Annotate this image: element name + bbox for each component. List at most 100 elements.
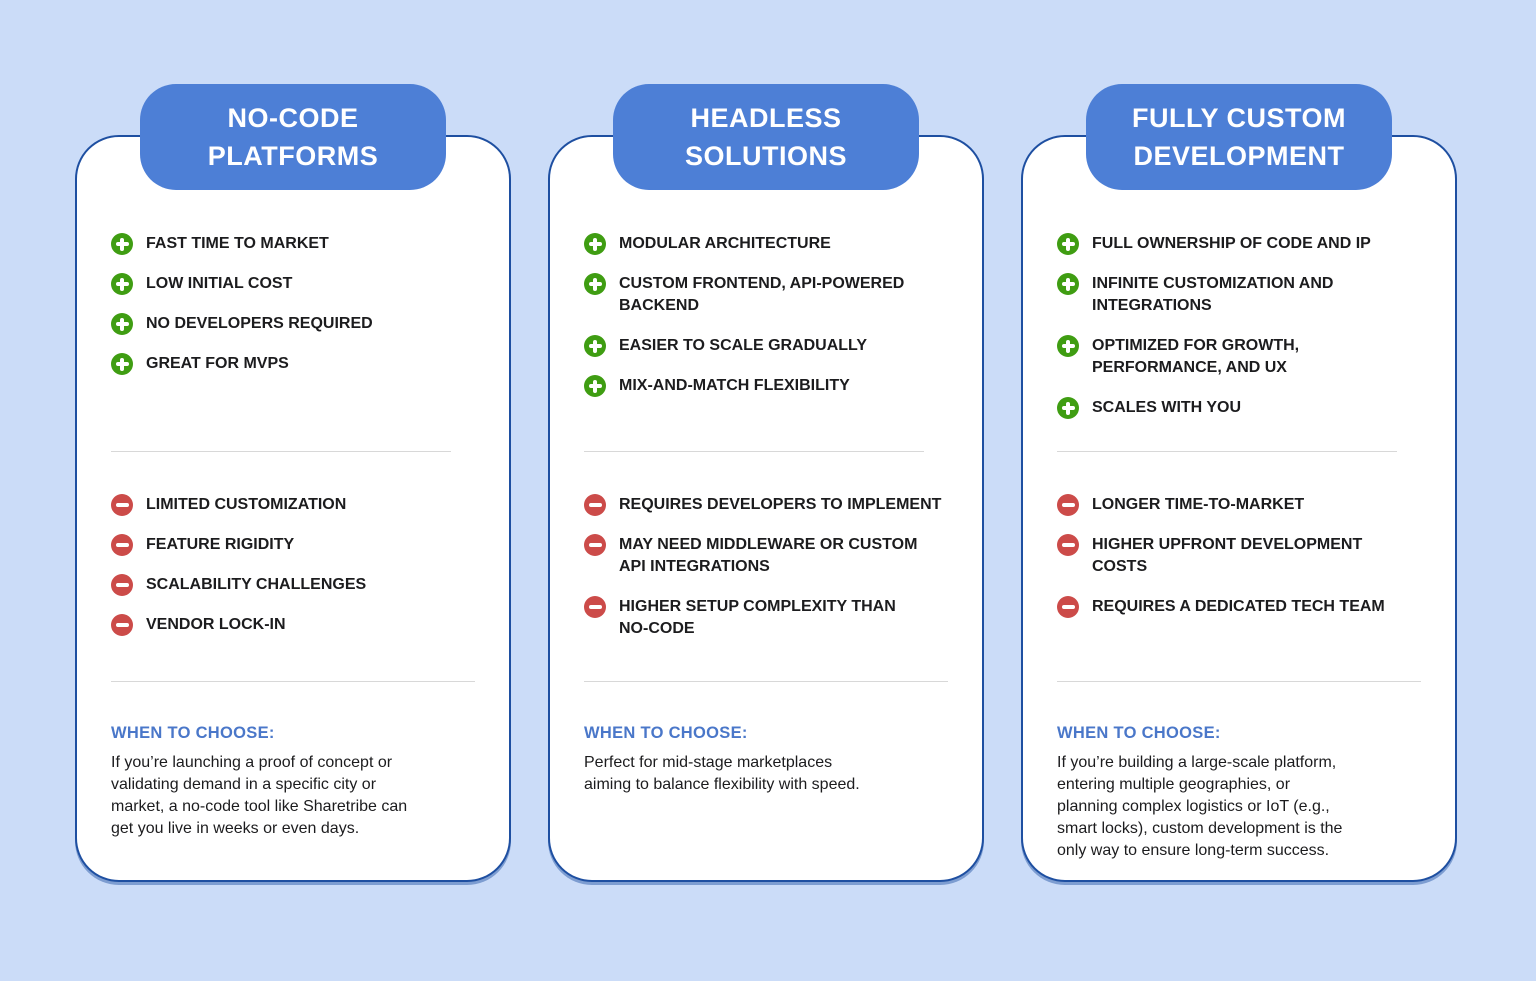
con-label: VENDOR LOCK-IN <box>146 616 286 633</box>
pros-list: FAST TIME TO MARKET LOW INITIAL COST NO DE… <box>111 137 475 451</box>
pro-item: NO DEVELOPERS REQUIRED <box>111 313 475 335</box>
divider <box>584 451 924 452</box>
con-label: LIMITED CUSTOMIZATION <box>146 496 347 513</box>
column-title-pill: NO-CODE PLATFORMS <box>140 84 446 190</box>
divider <box>111 451 451 452</box>
plus-icon <box>1057 397 1079 419</box>
comparison-column: HEADLESS SOLUTIONS MODULAR ARCHITECTURE CUS… <box>548 84 984 882</box>
when-to-choose-text: Perfect for mid-stage marketplaces aimin… <box>584 754 860 793</box>
when-to-choose-heading: WHEN TO CHOOSE: <box>111 724 275 742</box>
con-label: HIGHER SETUP COMPLEXITY THAN NO-CODE <box>619 598 896 637</box>
pro-item: FULL OWNERSHIP OF CODE AND IP <box>1057 233 1421 255</box>
column-title-line: DEVELOPMENT <box>1133 141 1345 171</box>
con-item: VENDOR LOCK-IN <box>111 614 475 636</box>
divider <box>584 681 948 682</box>
pro-label: INFINITE CUSTOMIZATION AND INTEGRATIONS <box>1092 275 1334 314</box>
comparison-column: NO-CODE PLATFORMS FAST TIME TO MARKET LOW I… <box>75 84 511 882</box>
pro-label: MODULAR ARCHITECTURE <box>619 235 831 252</box>
pro-label: MIX-AND-MATCH FLEXIBILITY <box>619 377 850 394</box>
minus-icon <box>584 596 606 618</box>
con-item: HIGHER SETUP COMPLEXITY THAN NO-CODE <box>584 596 948 640</box>
when-to-choose-section: WHEN TO CHOOSE: If you’re launching a pr… <box>111 682 475 840</box>
column-title-pill: HEADLESS SOLUTIONS <box>613 84 919 190</box>
minus-icon <box>111 614 133 636</box>
pro-label: FAST TIME TO MARKET <box>146 235 329 252</box>
column-title-line: SOLUTIONS <box>684 141 847 171</box>
con-label: SCALABILITY CHALLENGES <box>146 576 367 593</box>
pro-item: LOW INITIAL COST <box>111 273 475 295</box>
plus-icon <box>111 313 133 335</box>
pro-label: OPTIMIZED FOR GROWTH, PERFORMANCE, AND U… <box>1092 337 1300 376</box>
cons-list: LONGER TIME-TO-MARKET HIGHER UPFRONT DEVE… <box>1057 452 1421 681</box>
pro-item: INFINITE CUSTOMIZATION AND INTEGRATIONS <box>1057 273 1421 317</box>
pro-item: CUSTOM FRONTEND, API-POWERED BACKEND <box>584 273 948 317</box>
pro-label: NO DEVELOPERS REQUIRED <box>146 315 373 332</box>
plus-icon <box>584 335 606 357</box>
minus-icon <box>111 494 133 516</box>
pro-item: GREAT FOR MVPS <box>111 353 475 375</box>
column-title-line: FULLY CUSTOM <box>1131 103 1347 133</box>
con-label: REQUIRES A DEDICATED TECH TEAM <box>1092 598 1385 615</box>
column-card: HEADLESS SOLUTIONS MODULAR ARCHITECTURE CUS… <box>548 84 984 882</box>
con-label: LONGER TIME-TO-MARKET <box>1092 496 1305 513</box>
pro-label: CUSTOM FRONTEND, API-POWERED BACKEND <box>619 275 905 314</box>
pro-label: EASIER TO SCALE GRADUALLY <box>619 337 868 354</box>
when-to-choose-section: WHEN TO CHOOSE: Perfect for mid-stage mar… <box>584 682 948 796</box>
pro-label: FULL OWNERSHIP OF CODE AND IP <box>1092 235 1371 252</box>
comparison-columns: NO-CODE PLATFORMS FAST TIME TO MARKET LOW I… <box>75 84 1457 882</box>
when-to-choose-text: If you’re launching a proof of concept o… <box>111 754 408 837</box>
con-item: MAY NEED MIDDLEWARE OR CUSTOM API INTEGR… <box>584 534 948 578</box>
column-title-line: HEADLESS <box>690 103 842 133</box>
plus-icon <box>1057 233 1079 255</box>
minus-icon <box>111 534 133 556</box>
pro-label: GREAT FOR MVPS <box>146 355 289 372</box>
column-title-line: NO-CODE <box>227 103 359 133</box>
plus-icon <box>584 273 606 295</box>
minus-icon <box>111 574 133 596</box>
minus-icon <box>1057 596 1079 618</box>
divider <box>1057 681 1421 682</box>
con-label: HIGHER UPFRONT DEVELOPMENT COSTS <box>1092 536 1363 575</box>
con-item: REQUIRES DEVELOPERS TO IMPLEMENT <box>584 494 948 516</box>
when-to-choose-heading: WHEN TO CHOOSE: <box>1057 724 1221 742</box>
plus-icon <box>1057 335 1079 357</box>
con-item: SCALABILITY CHALLENGES <box>111 574 475 596</box>
divider <box>111 681 475 682</box>
con-item: REQUIRES A DEDICATED TECH TEAM <box>1057 596 1421 618</box>
when-to-choose-section: WHEN TO CHOOSE: If you’re building a lar… <box>1057 682 1421 862</box>
plus-icon <box>111 233 133 255</box>
plus-icon <box>584 233 606 255</box>
column-title-pill: FULLY CUSTOM DEVELOPMENT <box>1086 84 1392 190</box>
plus-icon <box>1057 273 1079 295</box>
minus-icon <box>584 494 606 516</box>
pro-item: MODULAR ARCHITECTURE <box>584 233 948 255</box>
when-to-choose-text: If you’re building a large-scale platfor… <box>1057 754 1343 859</box>
pro-item: EASIER TO SCALE GRADUALLY <box>584 335 948 357</box>
pros-list: MODULAR ARCHITECTURE CUSTOM FRONTEND, API… <box>584 137 948 451</box>
minus-icon <box>1057 534 1079 556</box>
when-to-choose-heading: WHEN TO CHOOSE: <box>584 724 748 742</box>
minus-icon <box>584 534 606 556</box>
column-card: NO-CODE PLATFORMS FAST TIME TO MARKET LOW I… <box>75 84 511 882</box>
pro-item: FAST TIME TO MARKET <box>111 233 475 255</box>
con-item: FEATURE RIGIDITY <box>111 534 475 556</box>
plus-icon <box>111 273 133 295</box>
pro-item: OPTIMIZED FOR GROWTH, PERFORMANCE, AND U… <box>1057 335 1421 379</box>
cons-list: LIMITED CUSTOMIZATION FEATURE RIGIDITY SCA… <box>111 452 475 681</box>
divider <box>1057 451 1397 452</box>
pro-label: SCALES WITH YOU <box>1092 399 1242 416</box>
con-label: MAY NEED MIDDLEWARE OR CUSTOM API INTEGR… <box>619 536 918 575</box>
pro-item: SCALES WITH YOU <box>1057 397 1421 419</box>
pro-label: LOW INITIAL COST <box>146 275 293 292</box>
column-title-line: PLATFORMS <box>207 141 379 171</box>
pro-item: MIX-AND-MATCH FLEXIBILITY <box>584 375 948 397</box>
pros-list: FULL OWNERSHIP OF CODE AND IP INFINITE CU… <box>1057 137 1421 451</box>
con-label: FEATURE RIGIDITY <box>146 536 295 553</box>
con-item: HIGHER UPFRONT DEVELOPMENT COSTS <box>1057 534 1421 578</box>
plus-icon <box>111 353 133 375</box>
cons-list: REQUIRES DEVELOPERS TO IMPLEMENT MAY NEED… <box>584 452 948 681</box>
con-label: REQUIRES DEVELOPERS TO IMPLEMENT <box>619 496 942 513</box>
con-item: LIMITED CUSTOMIZATION <box>111 494 475 516</box>
